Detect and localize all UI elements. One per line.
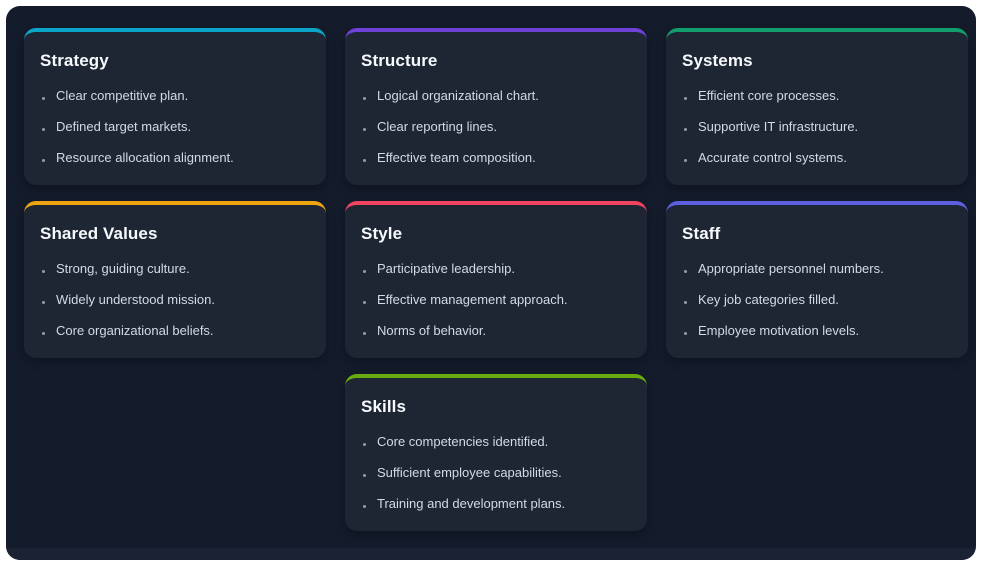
list-item: Sufficient employee capabilities. — [361, 464, 631, 481]
list-item-text: Core organizational beliefs. — [56, 323, 214, 338]
list-item-text: Sufficient employee capabilities. — [377, 465, 562, 480]
bullet-dot-icon — [363, 474, 366, 477]
card-title: Strategy — [40, 51, 109, 70]
list-item-text: Effective team composition. — [377, 150, 536, 165]
bullet-dot-icon — [684, 128, 687, 131]
card-title: Staff — [682, 224, 721, 243]
bullet-dot-icon — [363, 128, 366, 131]
framework-card-skills: Skills Core competencies identified. Suff… — [345, 374, 647, 531]
list-item-text: Clear competitive plan. — [56, 88, 189, 103]
list-item-text: Effective management approach. — [377, 292, 568, 307]
card-title: Structure — [361, 51, 438, 70]
card-list: Participative leadership. Effective manag… — [361, 260, 631, 339]
list-item: Defined target markets. — [40, 118, 310, 135]
framework-card-shared-values: Shared Values Strong, guiding culture. Wi… — [24, 201, 326, 358]
list-item-text: Supportive IT infrastructure. — [698, 119, 859, 134]
list-item: Efficient core processes. — [682, 87, 952, 104]
list-item: Widely understood mission. — [40, 291, 310, 308]
bullet-dot-icon — [42, 332, 45, 335]
bullet-dot-icon — [42, 97, 45, 100]
list-item-text: Accurate control systems. — [698, 150, 847, 165]
list-item-text: Logical organizational chart. — [377, 88, 539, 103]
list-item: Effective management approach. — [361, 291, 631, 308]
list-item-text: Appropriate personnel numbers. — [698, 261, 884, 276]
list-item-text: Resource allocation alignment. — [56, 150, 234, 165]
list-item: Core organizational beliefs. — [40, 322, 310, 339]
bullet-dot-icon — [684, 159, 687, 162]
list-item-text: Defined target markets. — [56, 119, 192, 134]
bullet-dot-icon — [42, 301, 45, 304]
list-item-text: Norms of behavior. — [377, 323, 487, 338]
bullet-dot-icon — [363, 443, 366, 446]
list-item: Core competencies identified. — [361, 433, 631, 450]
bullet-dot-icon — [42, 270, 45, 273]
list-item: Key job categories filled. — [682, 291, 952, 308]
list-item: Clear competitive plan. — [40, 87, 310, 104]
bullet-dot-icon — [42, 159, 45, 162]
app-frame: Strategy Clear competitive plan. Defined … — [6, 6, 976, 560]
card-title: Skills — [361, 397, 407, 416]
cards-grid: Strategy Clear competitive plan. Defined … — [24, 28, 968, 531]
bullet-dot-icon — [363, 505, 366, 508]
framework-card-systems: Systems Efficient core processes. Support… — [666, 28, 968, 185]
list-item-text: Training and development plans. — [377, 496, 566, 511]
bullet-dot-icon — [684, 332, 687, 335]
bullet-dot-icon — [363, 301, 366, 304]
bullet-dot-icon — [363, 159, 366, 162]
bullet-dot-icon — [684, 301, 687, 304]
card-list: Core competencies identified. Sufficient … — [361, 433, 631, 512]
list-item-text: Clear reporting lines. — [377, 119, 497, 134]
framework-card-strategy: Strategy Clear competitive plan. Defined … — [24, 28, 326, 185]
footer-band — [6, 548, 976, 560]
list-item: Accurate control systems. — [682, 149, 952, 166]
list-item-text: Widely understood mission. — [56, 292, 215, 307]
list-item: Clear reporting lines. — [361, 118, 631, 135]
card-list: Logical organizational chart. Clear repor… — [361, 87, 631, 166]
bullet-dot-icon — [363, 270, 366, 273]
list-item-text: Employee motivation levels. — [698, 323, 860, 338]
list-item-text: Key job categories filled. — [698, 292, 839, 307]
card-list: Clear competitive plan. Defined target ma… — [40, 87, 310, 166]
list-item: Resource allocation alignment. — [40, 149, 310, 166]
list-item: Participative leadership. — [361, 260, 631, 277]
bullet-dot-icon — [684, 270, 687, 273]
card-list: Strong, guiding culture. Widely understoo… — [40, 260, 310, 339]
list-item-text: Efficient core processes. — [698, 88, 840, 103]
list-item: Effective team composition. — [361, 149, 631, 166]
list-item: Training and development plans. — [361, 495, 631, 512]
framework-card-structure: Structure Logical organizational chart. C… — [345, 28, 647, 185]
list-item-text: Core competencies identified. — [377, 434, 549, 449]
framework-card-staff: Staff Appropriate personnel numbers. Key … — [666, 201, 968, 358]
bullet-dot-icon — [363, 97, 366, 100]
card-title: Shared Values — [40, 224, 158, 243]
card-list: Appropriate personnel numbers. Key job ca… — [682, 260, 952, 339]
list-item: Norms of behavior. — [361, 322, 631, 339]
list-item: Strong, guiding culture. — [40, 260, 310, 277]
card-title: Systems — [682, 51, 753, 70]
bullet-dot-icon — [42, 128, 45, 131]
list-item: Logical organizational chart. — [361, 87, 631, 104]
list-item: Appropriate personnel numbers. — [682, 260, 952, 277]
list-item-text: Participative leadership. — [377, 261, 516, 276]
bullet-dot-icon — [363, 332, 366, 335]
card-list: Efficient core processes. Supportive IT i… — [682, 87, 952, 166]
framework-card-style: Style Participative leadership. Effective… — [345, 201, 647, 358]
list-item: Employee motivation levels. — [682, 322, 952, 339]
list-item: Supportive IT infrastructure. — [682, 118, 952, 135]
list-item-text: Strong, guiding culture. — [56, 261, 190, 276]
bullet-dot-icon — [684, 97, 687, 100]
card-title: Style — [361, 224, 403, 243]
